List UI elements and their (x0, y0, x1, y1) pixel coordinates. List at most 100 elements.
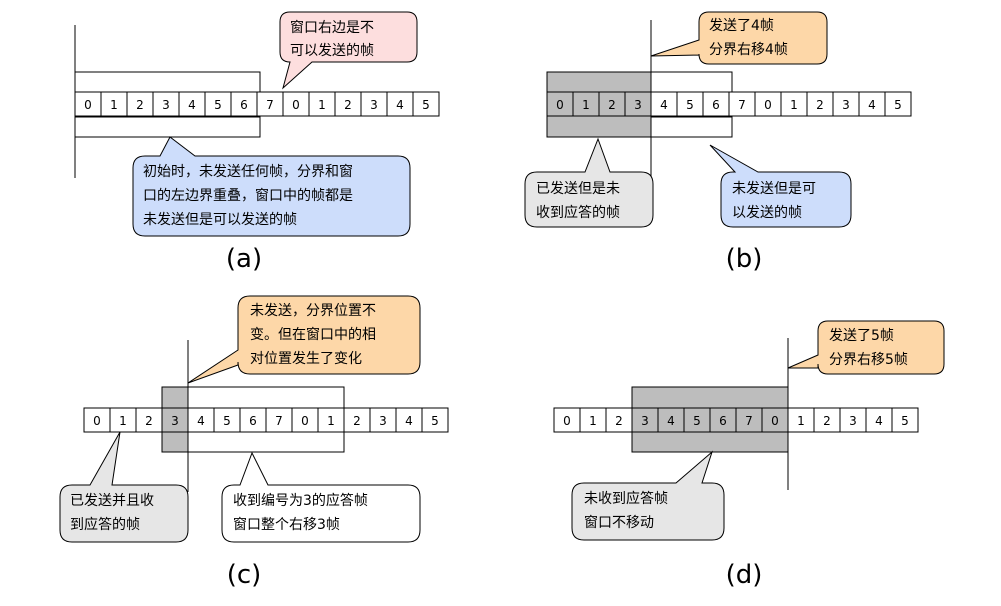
frame-number: 4 (660, 98, 668, 112)
callout-bubble (132, 136, 411, 237)
callout-sent-4-b: 发送了4帧 分界右移4帧 (650, 11, 828, 65)
frame-cell (865, 407, 893, 433)
callout-line-3: 对位置发生了变化 (250, 351, 362, 367)
frame-cell (735, 407, 763, 433)
frame-cell (291, 407, 319, 433)
frame-cell (412, 91, 440, 117)
callout-sent-acked-c: 已发送并且收 到应答的帧 (59, 431, 189, 543)
frame-number: 3 (370, 98, 378, 112)
callout-window-right-a: 窗口右边是不 可以发送的帧 (279, 11, 418, 90)
frame-number: 2 (136, 98, 144, 112)
frame-number: 5 (686, 98, 694, 112)
frame-cell (213, 407, 241, 433)
frame-cell (100, 91, 128, 117)
callout-line-2: 以发送的帧 (732, 205, 802, 221)
frame-cell (386, 91, 414, 117)
callout-sent-unacked-b: 已发送但是未 收到应答的帧 (524, 137, 654, 228)
frame-number: 2 (344, 98, 352, 112)
window-bottom-band-b (650, 116, 733, 138)
caption-d: (d) (726, 560, 763, 590)
window-bottom-band-a (74, 116, 261, 138)
frame-cell (884, 91, 912, 117)
caption-a: (a) (226, 244, 262, 274)
callout-line-2: 口的左边界重叠，窗口中的帧都是 (143, 187, 353, 204)
frame-number: 3 (162, 98, 170, 112)
frame-number: 3 (171, 414, 179, 428)
frame-number: 5 (431, 414, 439, 428)
callout-window-shift-c: 收到编号为3的应答帧 窗口整个右移3帧 (221, 451, 421, 543)
frame-number: 4 (188, 98, 196, 112)
callout-line-1: 未收到应答帧 (584, 490, 668, 507)
frame-cell (761, 407, 789, 433)
callout-bubble (59, 431, 189, 543)
frame-number: 6 (240, 98, 248, 112)
frame-cell (204, 91, 232, 117)
frame-number: 4 (405, 414, 413, 428)
callout-no-ack-d: 未收到应答帧 窗口不移动 (571, 450, 725, 541)
frame-cell (832, 91, 860, 117)
frame-number: 2 (608, 98, 616, 112)
frame-number: 4 (667, 414, 675, 428)
frame-cell (308, 91, 336, 117)
frame-cell (421, 407, 449, 433)
callout-line-1: 已发送但是未 (536, 181, 620, 197)
frame-number: 0 (556, 98, 564, 112)
frame-number: 6 (719, 414, 727, 428)
frame-number: 4 (396, 98, 404, 112)
callout-line-2: 窗口整个右移3帧 (233, 516, 340, 533)
callout-line-1: 未发送，分界位置不 (250, 303, 376, 319)
frame-number: 4 (875, 414, 883, 428)
frame-number: 5 (901, 414, 909, 428)
frame-cell (650, 91, 678, 117)
frame-cell (624, 91, 652, 117)
frame-number: 2 (823, 414, 831, 428)
callout-line-2: 窗口不移动 (584, 514, 654, 531)
frame-number: 3 (634, 98, 642, 112)
frame-number: 5 (422, 98, 430, 112)
frame-number: 3 (849, 414, 857, 428)
frame-number: 1 (110, 98, 118, 112)
frame-cell (360, 91, 388, 117)
frame-cell (631, 407, 659, 433)
frame-cell (839, 407, 867, 433)
callout-bubble (187, 295, 421, 384)
frame-number: 1 (797, 414, 805, 428)
frame-number: 5 (214, 98, 222, 112)
frame-number: 2 (816, 98, 824, 112)
frame-number: 7 (738, 98, 746, 112)
frame-cell (858, 91, 886, 117)
frame-cell (787, 407, 815, 433)
callout-bubble (650, 11, 828, 65)
callout-bubble (709, 144, 852, 228)
frame-number: 3 (842, 98, 850, 112)
callout-bubble (221, 451, 421, 543)
callout-unsent-sendable-b: 未发送但是可 以发送的帧 (709, 144, 852, 228)
callout-line-2: 分界右移4帧 (709, 42, 788, 58)
callout-line-1: 发送了5帧 (829, 328, 894, 344)
frame-cell (891, 407, 919, 433)
callout-bubble (787, 320, 945, 375)
frame-number: 2 (615, 414, 623, 428)
frame-number: 2 (353, 414, 361, 428)
callout-bubble (524, 137, 654, 228)
frame-number: 0 (84, 98, 92, 112)
frame-number: 1 (318, 98, 326, 112)
frame-cell (605, 407, 633, 433)
frame-number: 5 (693, 414, 701, 428)
window-top-band-b (650, 71, 733, 93)
frame-number: 0 (764, 98, 772, 112)
frame-number: 7 (745, 414, 753, 428)
frame-cell (709, 407, 737, 433)
frame-cell (780, 91, 808, 117)
frame-number: 3 (641, 414, 649, 428)
callout-line-2: 分界右移5帧 (829, 352, 908, 368)
frame-cell (230, 91, 258, 117)
frame-number: 1 (327, 414, 335, 428)
frame-cell (657, 407, 685, 433)
